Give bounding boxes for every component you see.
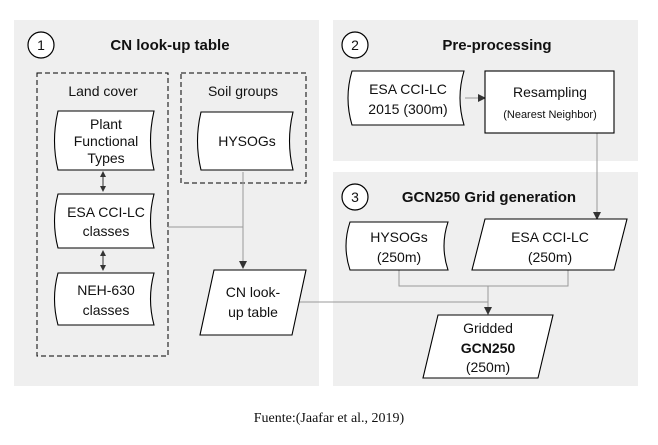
node-neh-classes xyxy=(53,272,155,326)
gridded-line-1: Gridded xyxy=(463,320,513,336)
esa-classes-line-2: classes xyxy=(83,223,130,239)
panel-2-title: Pre-processing xyxy=(442,37,551,54)
connector-esa250-to-gridded xyxy=(488,270,569,287)
neh-line-2: classes xyxy=(83,302,130,318)
gridded-line-2: GCN250 xyxy=(461,340,516,356)
panel-3-number-circle xyxy=(341,183,369,211)
node-esa-classes xyxy=(53,193,155,249)
cn-lookup-line-1: CN look- xyxy=(226,284,281,300)
flowchart: 1 CN look-up table 2 Pre-processing 3 GC… xyxy=(14,20,638,386)
panel-1-title: CN look-up table xyxy=(110,37,229,54)
panel-3-title: GCN250 Grid generation xyxy=(402,189,576,206)
node-hysogs-250 xyxy=(345,221,449,271)
resampling-subtitle: (Nearest Neighbor) xyxy=(503,109,597,121)
node-hysogs xyxy=(196,111,294,171)
resampling-title: Resampling xyxy=(513,84,587,100)
land-cover-group xyxy=(36,72,169,357)
node-cn-lookup xyxy=(199,269,307,336)
gridded-line-3: (250m) xyxy=(466,359,510,375)
esa-250-line-2: (250m) xyxy=(528,249,572,265)
panel-1-number: 1 xyxy=(37,37,45,53)
land-cover-label: Land cover xyxy=(68,83,138,99)
panel-1-number-circle xyxy=(27,31,55,59)
connector-hysogs250-to-gridded xyxy=(398,270,488,287)
esa-250-line-1: ESA CCI-LC xyxy=(511,229,589,245)
panel-3-number: 3 xyxy=(351,189,359,205)
node-esa-250 xyxy=(471,218,628,271)
panel-2-number: 2 xyxy=(351,37,359,53)
node-esa-2015 xyxy=(347,70,465,126)
node-resampling xyxy=(484,70,615,134)
esa-2015-line-1: ESA CCI-LC xyxy=(369,81,447,97)
hysogs-label: HYSOGs xyxy=(218,133,276,149)
neh-line-1: NEH-630 xyxy=(77,282,135,298)
hysogs-250-line-2: (250m) xyxy=(377,249,421,265)
connectors xyxy=(168,94,601,315)
hysogs-250-line-1: HYSOGs xyxy=(370,229,428,245)
pft-line-1: Plant xyxy=(90,116,122,132)
esa-classes-line-1: ESA CCI-LC xyxy=(67,204,145,220)
source-caption: Fuente:(Jaafar et al., 2019) xyxy=(253,411,405,426)
soil-groups-label: Soil groups xyxy=(208,83,278,99)
panel-2-number-circle xyxy=(341,31,369,59)
pft-line-2: Functional xyxy=(74,133,139,149)
esa-2015-line-2: 2015 (300m) xyxy=(368,101,447,117)
cn-lookup-line-2: up table xyxy=(228,304,278,320)
pft-line-3: Types xyxy=(87,150,124,166)
node-plant-functional-types xyxy=(53,110,155,171)
node-gridded-gcn250 xyxy=(422,314,554,379)
